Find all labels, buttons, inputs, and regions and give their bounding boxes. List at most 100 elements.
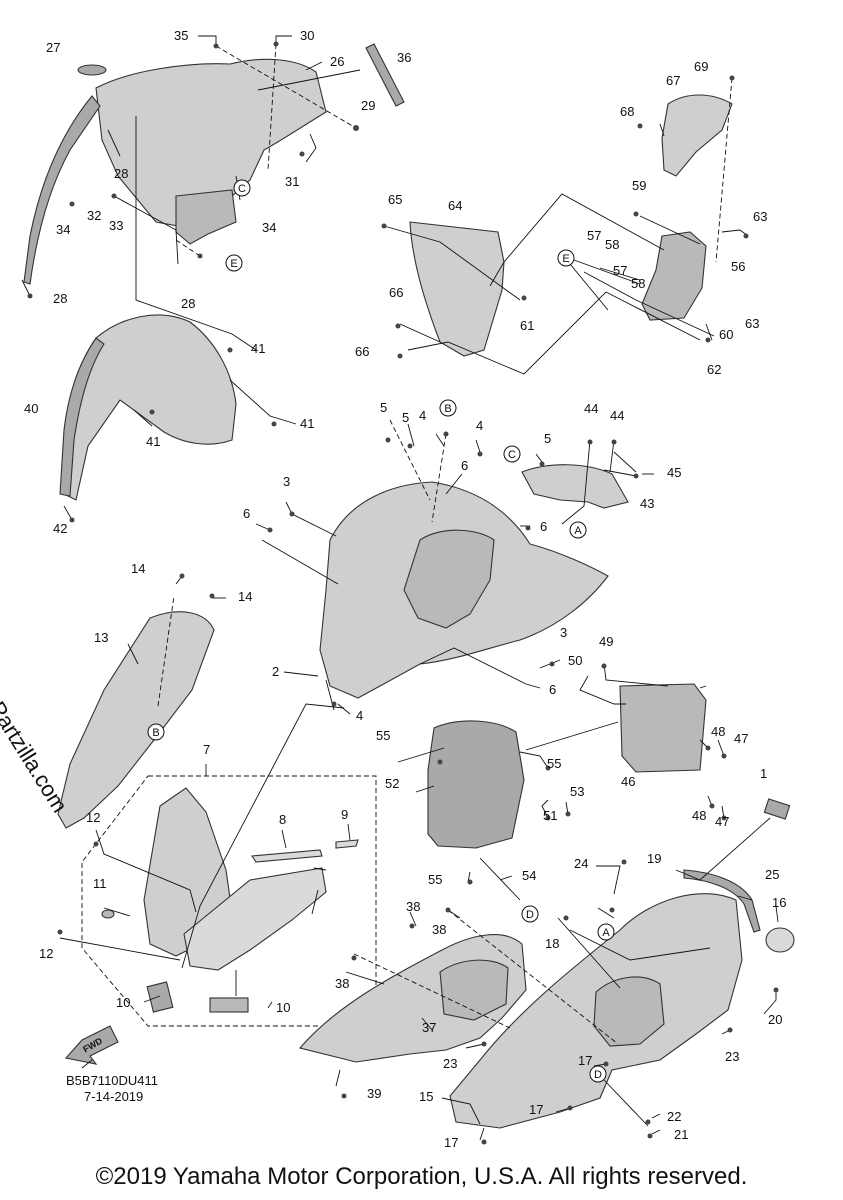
reference-markers: C E E B C A B D A D [147,179,615,1083]
callout-label: 55 [547,756,561,771]
callout-label: 48 [692,808,706,823]
callout-label: 46 [621,774,635,789]
part-36-stay [365,43,405,107]
callout-label: 17 [529,1102,543,1117]
callout-label: 60 [719,327,733,342]
svg-text:C: C [238,183,246,195]
svg-text:B: B [152,727,159,739]
ref-marker-a-center: A [569,521,587,539]
callout-label: 30 [300,28,314,43]
callout-label: 33 [109,218,123,233]
callout-label: 54 [522,868,536,883]
callout-label: 38 [335,976,349,991]
callout-label: 18 [545,936,559,951]
part-64-panel [409,221,505,357]
callout-label: 37 [422,1020,436,1035]
callout-label: 19 [647,851,661,866]
callout-label: 47 [734,731,748,746]
callout-label: 14 [131,561,145,576]
svg-text:E: E [562,253,569,265]
part-8-decal [251,849,323,863]
callout-label: 51 [543,808,557,823]
callout-label: 34 [262,220,276,235]
svg-text:D: D [526,909,534,921]
kit-7-box [81,775,377,1027]
callout-label: 20 [768,1012,782,1027]
part-cowling-inner [175,189,237,245]
part-37-inner [439,959,509,1021]
callout-label: 57 [613,263,627,278]
svg-text:A: A [574,525,582,537]
svg-text:C: C [508,449,516,461]
callout-label: 27 [46,40,60,55]
callout-label: 61 [520,318,534,333]
callout-label: 64 [448,198,462,213]
callout-label: 59 [632,178,646,193]
callout-label: 39 [367,1086,381,1101]
callout-label: 52 [385,776,399,791]
ref-marker-a-lower: A [597,923,615,941]
callout-label: 5 [544,431,551,446]
callout-label: 10 [276,1000,290,1015]
part-10b-pad [209,997,249,1013]
callout-numbers: 1 2 3 3 4 4 4 5 5 5 6 6 6 6 7 8 9 10 10 … [24,28,786,1150]
callout-label: 6 [461,458,468,473]
callout-label: 5 [380,400,387,415]
callout-label: 31 [285,174,299,189]
part-28-strip [23,95,101,285]
callout-label: 25 [765,867,779,882]
callout-label: 28 [114,166,128,181]
callout-label: 40 [24,401,38,416]
ref-marker-e-left: E [225,254,243,272]
callout-label: 55 [428,872,442,887]
callout-label: 9 [341,807,348,822]
part-shapes [23,43,795,1129]
callout-label: 28 [53,291,67,306]
callout-label: 7 [203,742,210,757]
callout-label: 44 [610,408,624,423]
callout-label: 14 [238,589,252,604]
svg-text:B: B [444,403,451,415]
callout-label: 42 [53,521,67,536]
callout-label: 57 [587,228,601,243]
callout-label: 3 [283,474,290,489]
callout-label: 66 [355,344,369,359]
callout-label: 55 [376,728,390,743]
callout-label: 43 [640,496,654,511]
callout-label: 15 [419,1089,433,1104]
callout-label: 22 [667,1109,681,1124]
callout-label: 65 [388,192,402,207]
callout-label: 21 [674,1127,688,1142]
callout-label: 58 [605,237,619,252]
part-10a-pad [146,981,174,1013]
callout-label: 41 [251,341,265,356]
callout-label: 66 [389,285,403,300]
callout-label: 23 [443,1056,457,1071]
callout-label: 10 [116,995,130,1010]
callout-label: 11 [93,876,107,891]
callout-label: 41 [300,416,314,431]
callout-label: 45 [667,465,681,480]
callout-label: 53 [570,784,584,799]
callout-label: 50 [568,653,582,668]
part-9-decal [335,839,359,849]
callout-label: 44 [584,401,598,416]
callout-label: 26 [330,54,344,69]
callout-label: 35 [174,28,188,43]
callout-label: 49 [599,634,613,649]
svg-text:E: E [230,258,237,270]
ref-marker-b-top: B [439,399,457,417]
callout-label: 58 [631,276,645,291]
callout-label: 12 [39,946,53,961]
callout-label: 13 [94,630,108,645]
callout-label: 24 [574,856,588,871]
callout-label: 4 [419,408,426,423]
part-40-panel [63,314,237,501]
leader-lines [21,35,779,1141]
callout-label: 48 [711,724,725,739]
ref-marker-c-center: C [503,445,521,463]
callout-label: 36 [397,50,411,65]
part-40-edge [59,337,105,497]
callout-label: 56 [731,259,745,274]
